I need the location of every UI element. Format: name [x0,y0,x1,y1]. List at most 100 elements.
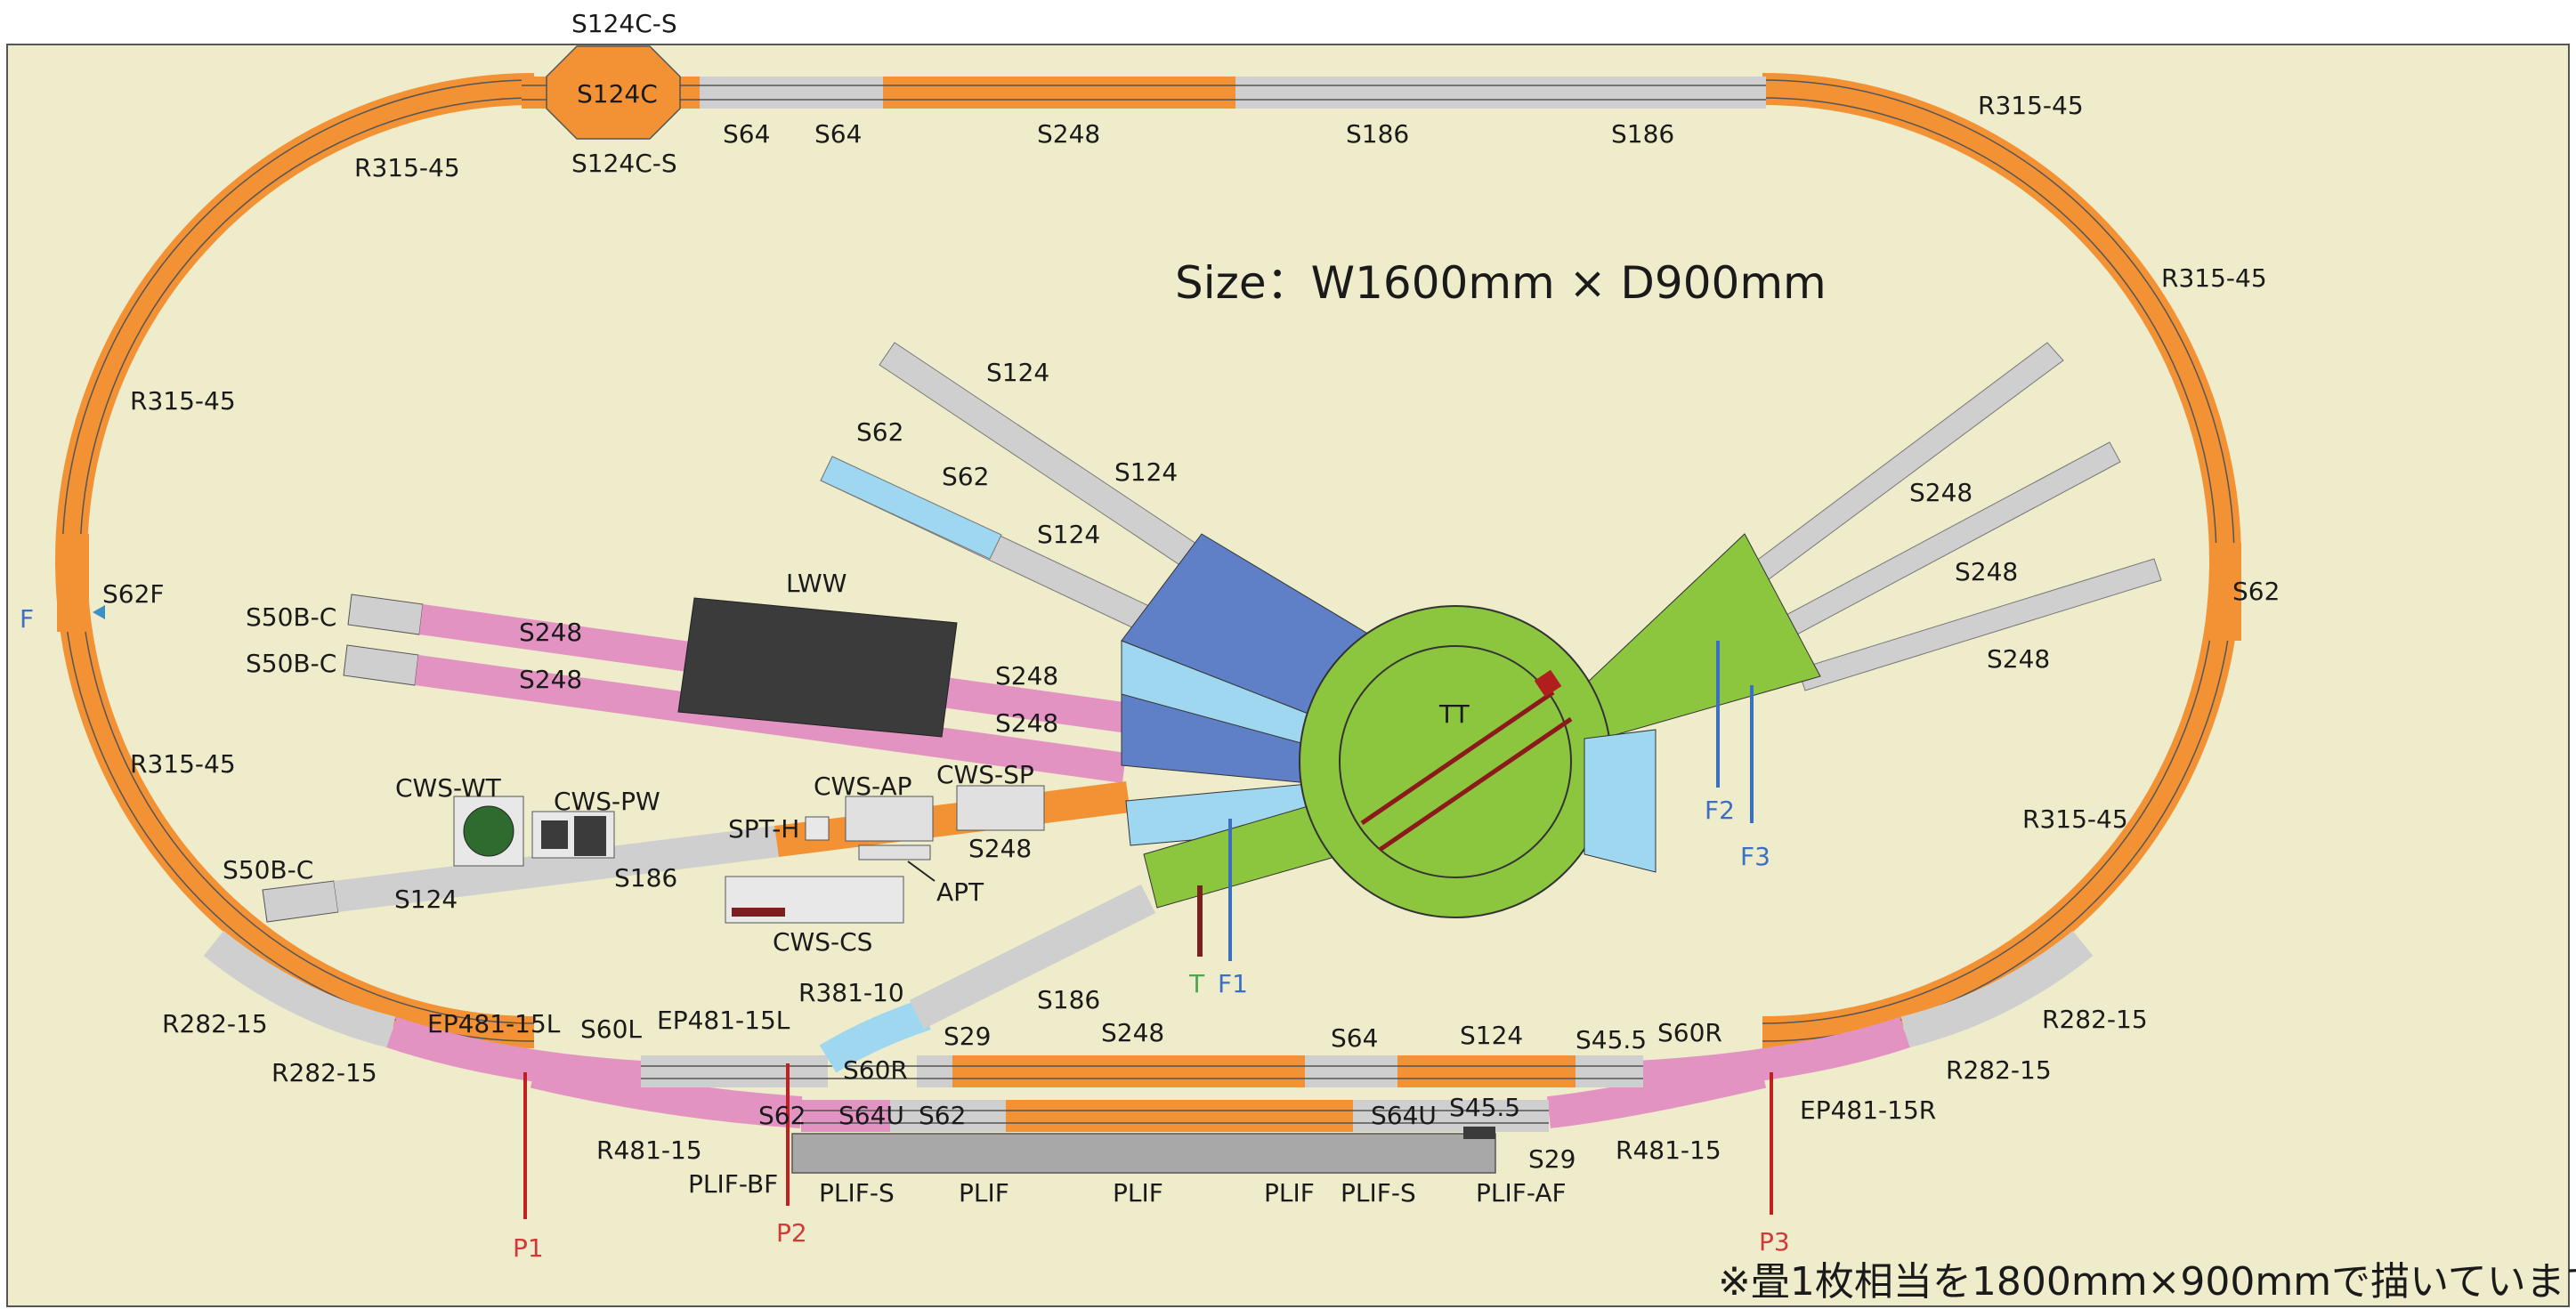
s64u-track-1 [890,1100,1006,1132]
label-yard-s248-2: S248 [519,665,582,694]
label-s50b-c-1: S50B-C [246,602,336,632]
turntable-cabin [1534,669,1562,698]
r381-10-track [819,998,931,1073]
outer-curve-right-gray [1900,930,2094,1048]
s45-5-track-1 [1576,1055,1643,1087]
label-t: T [1188,969,1205,998]
label-fan-r-s248-3: S248 [1987,644,2050,674]
label-plif-s-1: PLIF-S [819,1178,895,1208]
ep481-15r-track [1636,1016,1910,1093]
label-r481-15-left: R481-15 [596,1135,702,1165]
label-r282-left-2: R282-15 [271,1058,377,1087]
top-s186-track-1 [1235,77,1501,109]
label-top-s186-2: S186 [1611,119,1674,149]
s124-lower-track [1397,1055,1576,1087]
r481-15-right-track [1547,1056,1767,1128]
top-s64-track-2 [790,77,883,109]
right-s62-track [2209,543,2241,641]
label-f2: F2 [1705,796,1735,825]
label-s29-1: S29 [944,1022,991,1051]
label-s60r-2: S60R [1657,1018,1722,1047]
label-top-s64-1: S64 [723,119,770,149]
label-s50b-c-3: S50B-C [223,855,313,885]
label-p1: P1 [513,1233,544,1263]
label-s62-low-1: S62 [758,1101,806,1130]
label-fan-s124-2: S124 [1114,457,1178,487]
yard [262,594,1130,924]
label-s64-lower: S64 [1331,1023,1378,1053]
platform [791,1133,1496,1174]
label-s124-lower: S124 [1460,1021,1523,1050]
label-cws-cs: CWS-CS [773,927,872,957]
top-s186-track-2 [1501,77,1766,109]
label-r315-right-upper: R315-45 [2161,263,2267,293]
label-plif-1: PLIF [959,1178,1009,1208]
label-s29-2: S29 [1528,1144,1576,1174]
label-p2: P2 [776,1218,807,1248]
label-cws-pw: CWS-PW [554,787,660,816]
label-r381-10: R381-10 [798,978,904,1007]
label-top-s186-1: S186 [1346,119,1409,149]
turntable-bridge-1 [1360,690,1555,826]
label-r282-left-1: R282-15 [162,1009,268,1038]
label-r315-left-lower: R315-45 [130,749,236,779]
label-s124c-s-top: S124C-S [571,9,677,38]
label-ep481-15l-2: EP481-15L [657,1006,790,1035]
label-s124c: S124C [577,79,658,109]
label-yard-s248-3: S248 [995,661,1058,691]
label-top-s64-2: S64 [814,119,862,149]
label-plif-bf: PLIF-BF [688,1169,778,1199]
fan-s62-track [820,456,1002,560]
label-f3: F3 [1740,842,1770,871]
lww-wheel-washer [677,597,958,738]
s186-lower-track [909,884,1156,1030]
label-fan-s62-1: S62 [856,417,903,447]
s60l-track [641,1055,828,1087]
apt-leader [907,861,936,882]
label-fan-r-s248-1: S248 [1909,478,1973,507]
label-r315-top-left: R315-45 [354,153,460,182]
r481-15-left-track [530,1056,803,1128]
station-area [386,884,1910,1219]
left-s62f-track [57,534,89,632]
label-lww: LWW [786,569,847,598]
cws-sp-building [956,785,1045,831]
label-fan-r-s248-2: S248 [1955,557,2018,586]
platform-end-block [1463,1127,1495,1139]
label-s62-right: S62 [2232,577,2280,606]
note: ※畳1枚相当を1800mm×900mmで描いています。 [1718,1259,2576,1305]
label-r282-right-1: R282-15 [2042,1005,2148,1034]
label-ep481-15l-1: EP481-15L [427,1009,561,1038]
label-s60r-1: S60R [843,1055,908,1085]
s124c-crossing [546,45,681,140]
turntable-bridge-2 [1378,716,1573,852]
cws-wt-tank [463,805,514,857]
labels: Size：W1600mm × D900mm ※畳1枚相当を1800mm×900m… [20,9,2576,1305]
s62-low-track-1 [801,1100,890,1132]
s248-lower-track [952,1055,1305,1087]
label-s45-5-2: S45.5 [1449,1093,1520,1122]
label-feeder-f: F [20,604,34,634]
top-s64-track-1 [700,77,790,109]
label-plif-2: PLIF [1113,1178,1163,1208]
label-p3: P3 [1759,1227,1790,1256]
feeder-f-icon [93,605,105,619]
turntable-area [820,342,2162,961]
label-s186-lower: S186 [1037,985,1100,1014]
label-fan-s124-1: S124 [986,358,1049,387]
fan-r-s248-track-3 [1797,558,2162,691]
yard-s124-track [334,859,516,912]
s64u-track-2 [1353,1100,1451,1132]
label-yard-s248-5: S248 [968,834,1032,863]
label-yard-s124: S124 [394,885,458,914]
label-plif-af: PLIF-AF [1476,1178,1567,1208]
label-s50b-c-2: S50B-C [246,649,336,678]
label-r315-right-lower: R315-45 [2022,804,2128,834]
label-s64u-2: S64U [1371,1101,1437,1130]
s29-track-1 [917,1055,952,1087]
label-r315-top-right: R315-45 [1978,91,2084,120]
label-fan-s62-2: S62 [942,462,989,491]
label-s64u-1: S64U [838,1101,904,1130]
label-cws-wt: CWS-WT [395,773,502,803]
label-s45-5-1: S45.5 [1576,1025,1647,1054]
